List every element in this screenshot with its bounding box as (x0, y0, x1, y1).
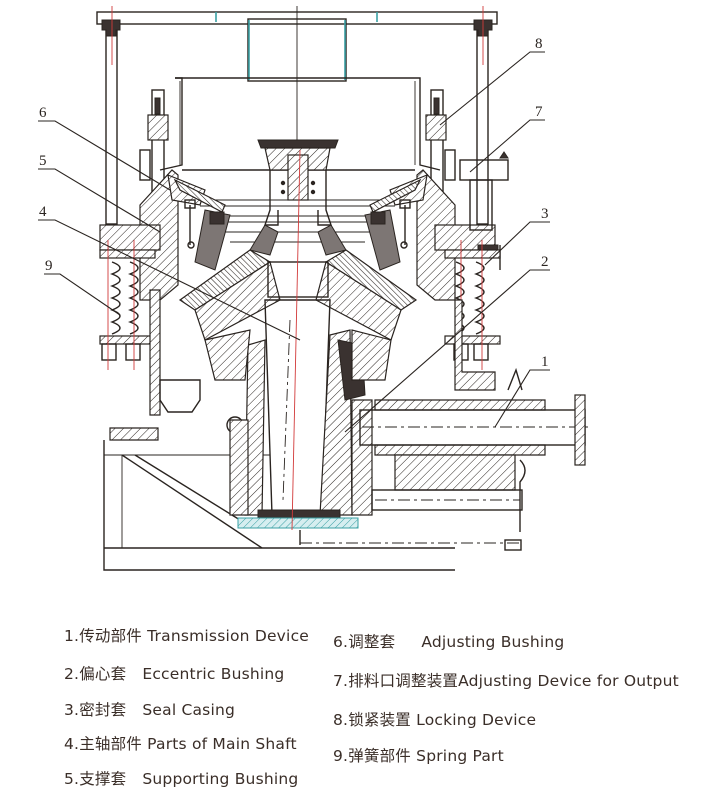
callout-label: 1 (541, 354, 549, 370)
legend-item-7: 7.排料口调整装置Adjusting Device for Output (333, 669, 679, 691)
legend-en: Transmission Device (147, 627, 310, 645)
callout-6: 6 (38, 105, 171, 191)
cone-head (178, 139, 418, 341)
legend-item-2: 2.偏心套 Eccentric Bushing (64, 662, 284, 684)
main-frame (103, 289, 496, 571)
legend-en: Parts of Main Shaft (147, 735, 297, 753)
legend-en: Adjusting Device for Output (458, 672, 679, 690)
legend-num: 1. (64, 627, 80, 645)
legend-zh: 密封套 (79, 701, 127, 719)
legend-item-6: 6.调整套 Adjusting Bushing (333, 630, 564, 652)
legend-num: 8. (333, 711, 349, 729)
callout-3: 3 (484, 206, 550, 266)
legend-zh: 弹簧部件 (348, 747, 412, 765)
legend-zh: 排料口调整装置 (348, 672, 459, 690)
callout-2: 2 (344, 254, 550, 433)
callout-label: 2 (541, 254, 549, 270)
parts-legend: 1.传动部件 Transmission Device 2.偏心套 Eccentr… (0, 610, 709, 802)
callout-8: 8 (439, 36, 545, 126)
legend-en: Locking Device (416, 711, 537, 729)
legend-zh: 偏心套 (79, 665, 127, 683)
legend-num: 5. (64, 770, 80, 788)
legend-zh: 锁紧装置 (348, 711, 412, 729)
callout-label: 3 (541, 206, 549, 222)
legend-num: 3. (64, 701, 80, 719)
legend-num: 9. (333, 747, 349, 765)
left-adjusting-assembly (99, 89, 231, 301)
callout-label: 7 (535, 104, 543, 120)
callout-1: 1 (494, 354, 550, 428)
callout-4: 4 (38, 204, 301, 341)
callout-7: 7 (469, 104, 545, 173)
legend-zh: 支撑套 (79, 770, 127, 788)
legend-en: Adjusting Bushing (421, 633, 565, 651)
legend-item-5: 5.支撑套 Supporting Bushing (64, 767, 298, 789)
legend-item-8: 8.锁紧装置 Locking Device (333, 708, 536, 730)
callout-label: 8 (535, 36, 543, 52)
legend-num: 2. (64, 665, 80, 683)
callout-label: 5 (39, 153, 47, 169)
legend-en: Supporting Bushing (142, 770, 299, 788)
legend-zh: 调整套 (348, 633, 396, 651)
legend-zh: 传动部件 (79, 627, 143, 645)
legend-zh: 主轴部件 (79, 735, 143, 753)
main-shaft (204, 149, 392, 531)
legend-num: 7. (333, 672, 349, 690)
right-adjusting-assembly (364, 89, 509, 301)
legend-en: Seal Casing (142, 701, 236, 719)
callout-5: 5 (38, 153, 161, 233)
legend-item-9: 9.弹簧部件 Spring Part (333, 744, 504, 766)
callout-label: 4 (39, 204, 47, 220)
transmission-device (299, 367, 590, 551)
legend-item-4: 4.主轴部件 Parts of Main Shaft (64, 732, 297, 754)
legend-num: 4. (64, 735, 80, 753)
callout-label: 6 (39, 105, 47, 121)
cone-crusher-diagram: 1 2 3 7 8 6 5 4 9 (38, 6, 590, 571)
legend-num: 6. (333, 633, 349, 651)
callout-label: 9 (45, 258, 53, 274)
legend-item-1: 1.传动部件 Transmission Device (64, 624, 309, 646)
legend-en: Eccentric Bushing (142, 665, 285, 683)
legend-item-3: 3.密封套 Seal Casing (64, 698, 235, 720)
legend-en: Spring Part (416, 747, 504, 765)
callout-9: 9 (44, 258, 121, 316)
